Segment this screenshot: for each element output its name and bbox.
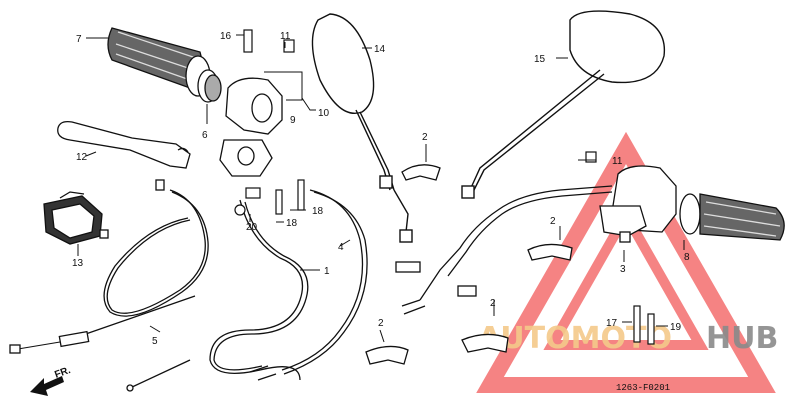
callout-5: 5 [152, 336, 158, 347]
front-arrow-icon [30, 376, 64, 396]
left-switch-housing [219, 77, 283, 177]
left-mirror [311, 13, 413, 243]
callout-8: 8 [684, 252, 690, 263]
watermark-triangle-inner [543, 204, 709, 350]
front-direction-label: FR. [53, 365, 72, 381]
callout-13: 13 [72, 258, 84, 269]
callout-10: 10 [318, 108, 330, 119]
watermark-triangle-outer [476, 131, 776, 393]
front-direction-marker: FR. [30, 365, 72, 396]
callout-14: 14 [374, 44, 386, 55]
callout-11-right: 11 [612, 156, 623, 167]
callout-12: 12 [76, 152, 88, 163]
callout-2-bottom-right: 2 [490, 298, 496, 309]
diagram-code: 1263-F0201 [616, 383, 670, 393]
callout-6: 6 [202, 130, 208, 141]
watermark-text-hub: HUB [706, 321, 778, 356]
right-switch-housing [395, 165, 677, 315]
leader-lines [77, 34, 685, 343]
callout-3: 3 [620, 264, 626, 275]
clutch-cable [9, 189, 209, 354]
callout-18-a: 18 [312, 206, 324, 217]
callout-15: 15 [534, 54, 546, 65]
callout-2-mid: 2 [550, 216, 556, 227]
callout-16: 16 [220, 31, 232, 42]
callout-labels: 7 6 16 11 10 9 12 13 14 15 18 18 20 4 1 … [72, 31, 690, 347]
callout-1: 1 [324, 266, 330, 277]
left-grip [107, 27, 211, 97]
throttle-cables [126, 189, 368, 392]
callout-20: 20 [246, 222, 258, 233]
callout-17: 17 [606, 318, 618, 329]
grip-collar [197, 69, 222, 103]
cable-clips [365, 164, 573, 365]
callout-2-bottom-left: 2 [378, 318, 384, 329]
callout-4: 4 [338, 242, 344, 253]
right-grip [679, 193, 785, 241]
callout-11-left: 11 [280, 31, 291, 42]
callout-18-b: 18 [286, 218, 298, 229]
callout-19: 19 [670, 322, 682, 333]
clutch-lever [57, 120, 191, 191]
callout-2-top: 2 [422, 132, 428, 143]
clutch-switch [43, 191, 109, 245]
right-mirror [461, 10, 666, 199]
housing-screws [585, 151, 655, 345]
callout-7: 7 [76, 34, 82, 45]
callout-9: 9 [290, 115, 296, 126]
